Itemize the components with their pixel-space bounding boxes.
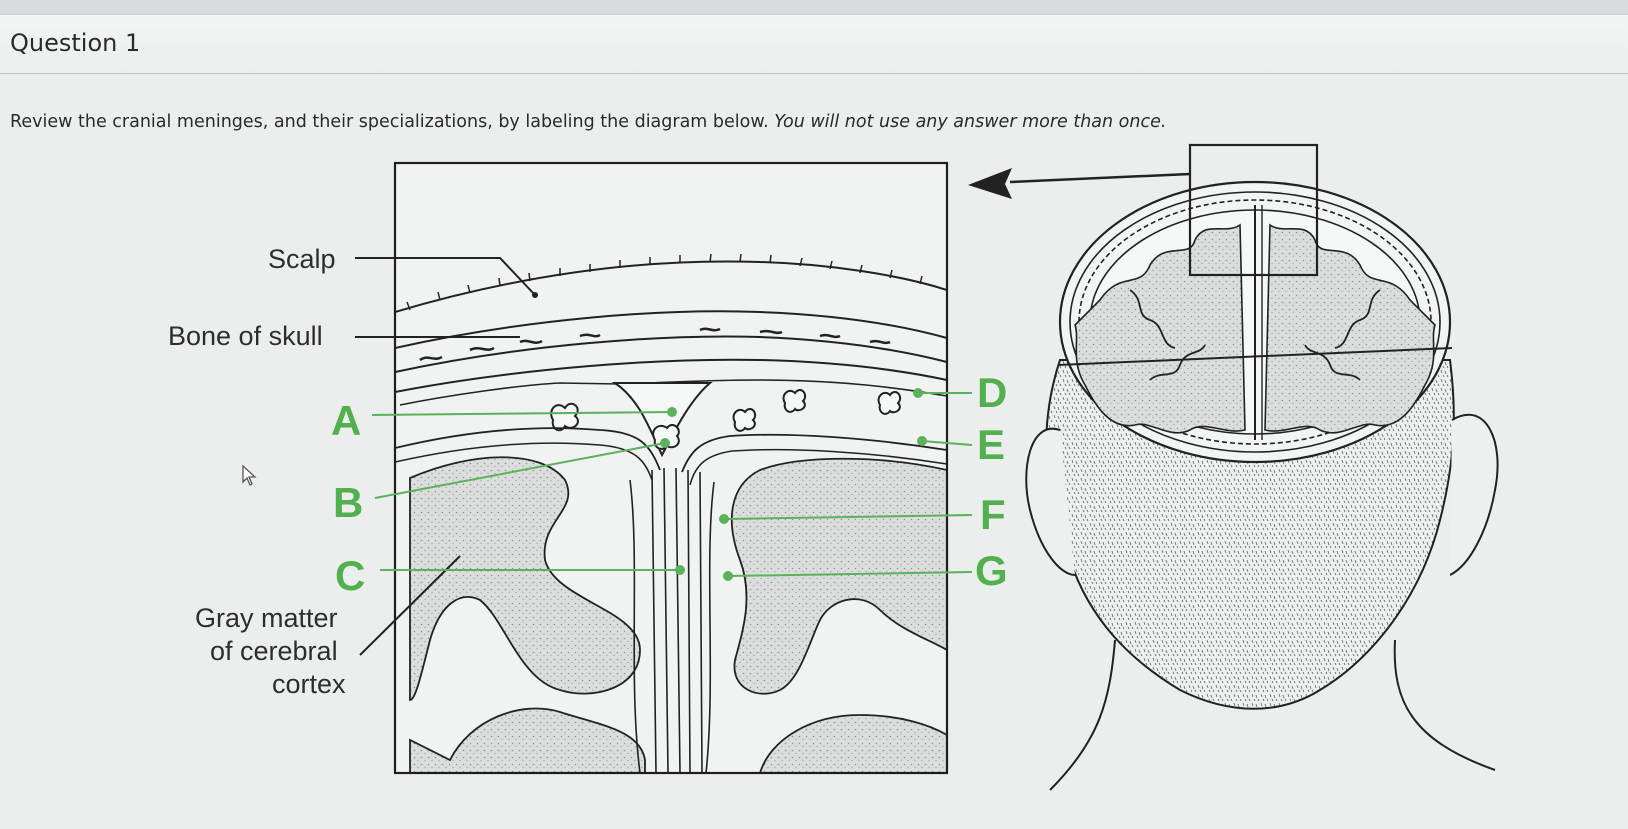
prompt-main-text: Review the cranial meninges, and their s… bbox=[10, 112, 769, 132]
question-body bbox=[0, 75, 1628, 829]
label-bone-of-skull: Bone of skull bbox=[168, 321, 323, 351]
letter-g: G bbox=[975, 547, 1008, 594]
question-prompt: Review the cranial meninges, and their s… bbox=[10, 112, 1166, 132]
question-title: Question 1 bbox=[10, 29, 141, 57]
top-strip bbox=[0, 0, 1628, 14]
label-gray-matter-line1: Gray matter bbox=[195, 603, 338, 633]
letter-a: A bbox=[331, 397, 362, 444]
letter-f: F bbox=[980, 491, 1006, 538]
letter-e: E bbox=[977, 421, 1006, 468]
label-gray-matter-line3: cortex bbox=[272, 669, 346, 699]
letter-d: D bbox=[977, 369, 1008, 416]
prompt-italic-text: You will not use any answer more than on… bbox=[774, 112, 1167, 132]
mouse-pointer-icon bbox=[242, 465, 257, 486]
label-scalp: Scalp bbox=[268, 244, 336, 274]
question-header: Question 1 bbox=[0, 14, 1628, 74]
letter-c: C bbox=[335, 552, 366, 599]
letter-b: B bbox=[333, 479, 364, 526]
label-gray-matter-line2: of cerebral bbox=[210, 636, 338, 666]
